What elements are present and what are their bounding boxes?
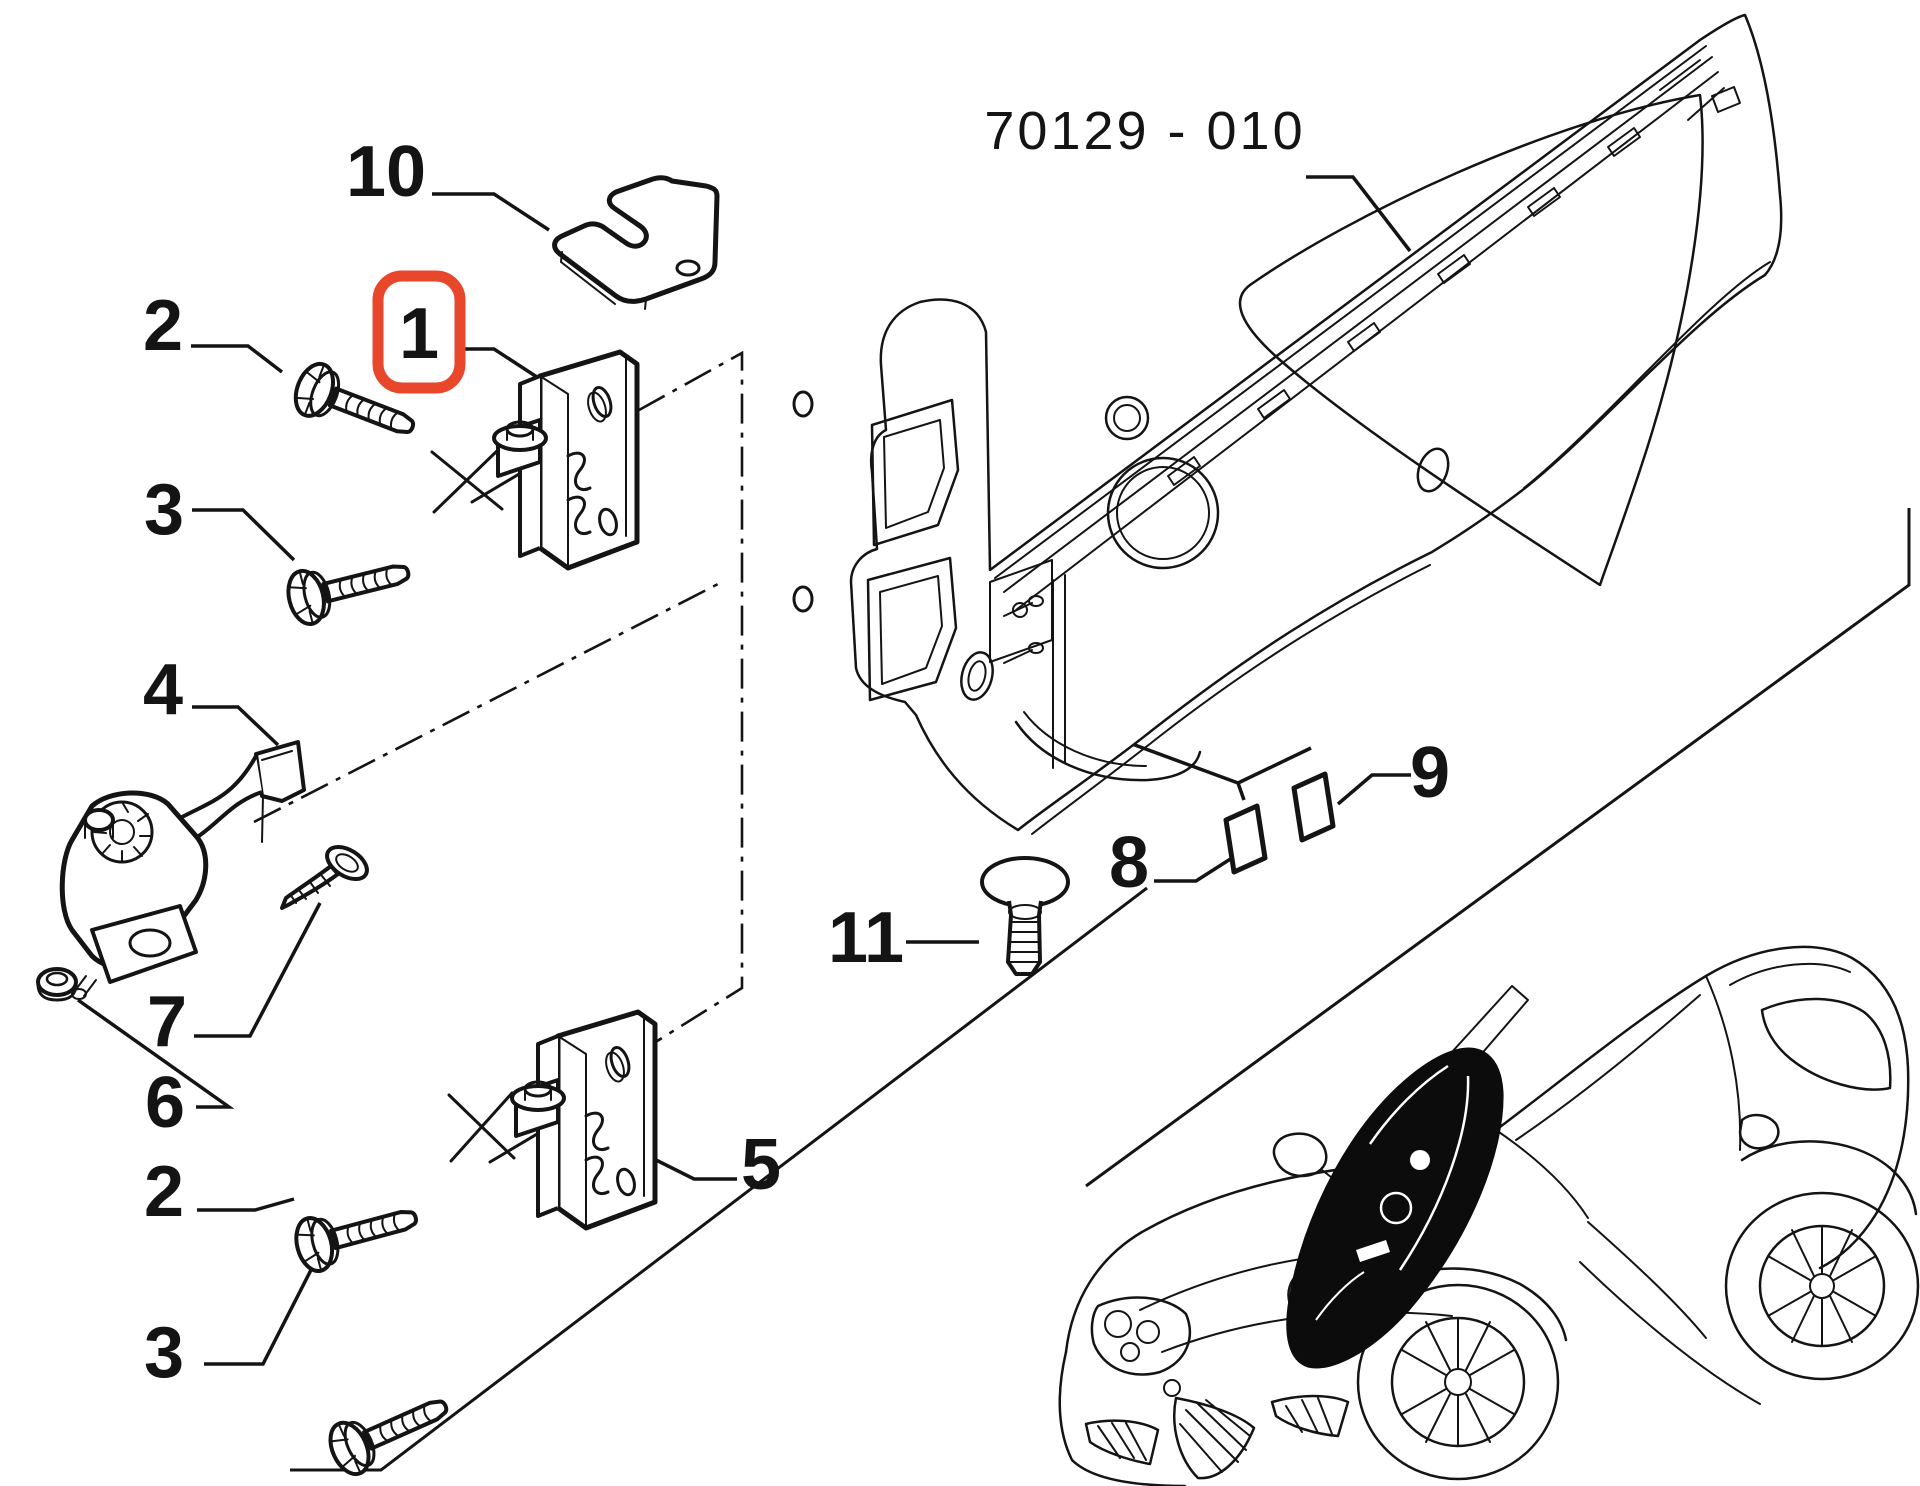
highlight-box-part-1[interactable]	[372, 270, 466, 394]
callout-2-upper[interactable]: 2	[143, 286, 183, 366]
part-upper-hinge-1	[472, 352, 637, 568]
callout-6[interactable]: 6	[145, 1063, 185, 1143]
part-square-pad-8	[1223, 803, 1268, 875]
headlight-left	[1090, 1296, 1191, 1376]
door-panel-drawing	[792, 13, 1783, 835]
reference-lines	[253, 350, 1911, 1472]
callout-1-highlighted[interactable]: 1	[399, 294, 439, 374]
car-sketch	[1058, 945, 1920, 1486]
part-check-strap-4	[59, 740, 306, 1000]
callout-10[interactable]: 10	[346, 132, 426, 212]
mount-cross-marks	[430, 447, 516, 1163]
part-square-pad-9	[1291, 771, 1336, 843]
bumper-intakes	[1084, 1394, 1350, 1466]
front-wheel	[1356, 1283, 1560, 1481]
part-trim-clip-11	[980, 856, 1070, 976]
leader-lines	[76, 175, 1412, 1366]
door-clip-pins	[1003, 595, 1044, 664]
callout-3-upper[interactable]: 3	[144, 470, 184, 550]
grille-shield	[1163, 1379, 1256, 1480]
part-bolt-3-upper	[281, 543, 417, 630]
callout-4[interactable]: 4	[143, 650, 183, 730]
callout-3-lower[interactable]: 3	[144, 1313, 184, 1393]
callout-5[interactable]: 5	[741, 1125, 781, 1205]
part-screw-7	[280, 844, 369, 910]
callout-8[interactable]: 8	[1109, 823, 1149, 903]
callout-11[interactable]: 11	[828, 898, 904, 978]
callout-9[interactable]: 9	[1410, 733, 1450, 813]
plate-title: 70129 - 010	[984, 101, 1305, 161]
part-shim-bracket-10	[552, 175, 720, 310]
part-lower-hinge-5	[490, 1012, 655, 1228]
callout-7[interactable]: 7	[147, 982, 187, 1062]
callout-2-lower[interactable]: 2	[144, 1152, 184, 1232]
rear-wheel	[1724, 1191, 1920, 1381]
open-door-black	[1286, 985, 1529, 1369]
part-bolt-2-lower	[288, 1189, 425, 1278]
part-nut-6	[36, 967, 78, 1002]
